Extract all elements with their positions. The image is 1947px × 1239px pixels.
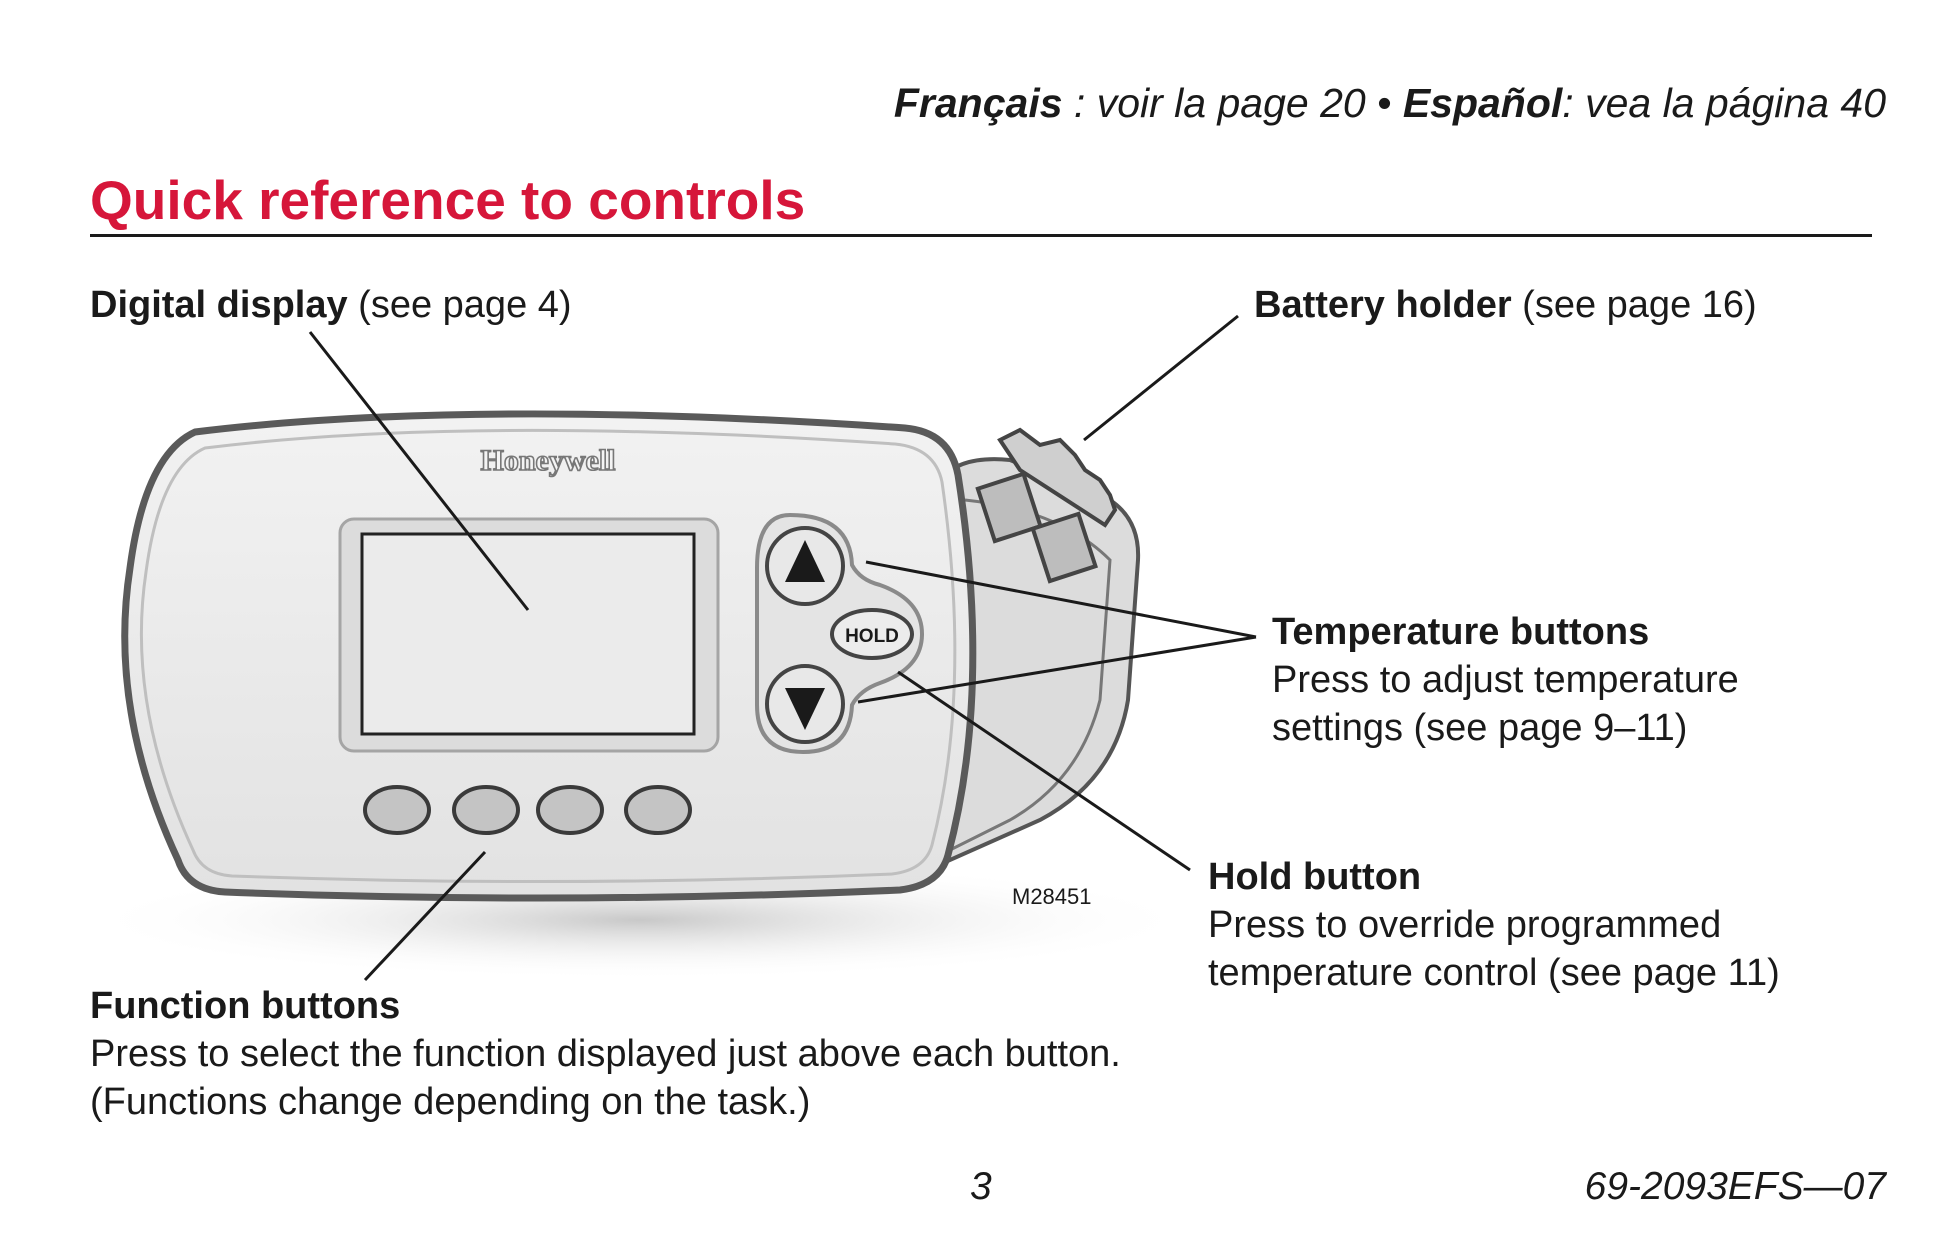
- up-temperature-button[interactable]: [765, 526, 845, 606]
- digital-display[interactable]: [360, 532, 696, 736]
- function-button-4[interactable]: [624, 785, 692, 835]
- leader-temperature-up: [865, 560, 1257, 639]
- callout-battery-holder: Battery holder (see page 16): [1254, 281, 1757, 329]
- page-number: 3: [970, 1165, 992, 1208]
- hold-button-desc-1: Press to override programmed: [1208, 904, 1722, 946]
- spanish-label: Español: [1402, 80, 1563, 126]
- spanish-text: : vea la página 40: [1562, 80, 1886, 126]
- down-temperature-button[interactable]: [765, 664, 845, 744]
- callout-hold-button: Hold button Press to override programmed…: [1208, 853, 1780, 997]
- french-text: : voir la page 20 •: [1062, 80, 1403, 126]
- page-title: Quick reference to controls: [90, 169, 806, 231]
- function-buttons-desc-2: (Functions change depending on the task.…: [90, 1081, 811, 1123]
- figure-id: M28451: [1012, 884, 1092, 909]
- function-buttons-label: Function buttons: [90, 985, 401, 1027]
- up-arrow-icon: [785, 540, 825, 582]
- digital-display-ref: (see page 4): [347, 284, 572, 326]
- digital-display-label: Digital display: [90, 284, 348, 326]
- hold-button[interactable]: HOLD: [830, 608, 914, 660]
- hold-key-label: HOLD: [845, 626, 899, 647]
- body-bevel: [139, 428, 957, 884]
- leader-lines: [308, 314, 1257, 982]
- function-button-1[interactable]: [363, 785, 431, 835]
- french-label: Français: [893, 80, 1063, 126]
- down-arrow-icon: [785, 688, 825, 730]
- leader-battery-holder: [1083, 314, 1239, 442]
- temperature-buttons-label: Temperature buttons: [1272, 611, 1650, 653]
- hold-button-desc-2: temperature control (see page 11): [1208, 952, 1780, 994]
- leader-function-buttons: [363, 850, 487, 982]
- temperature-buttons-desc-2: settings (see page 9–11): [1272, 707, 1688, 749]
- battery-holder-label: Battery holder: [1254, 284, 1512, 326]
- function-buttons-desc-1: Press to select the function displayed j…: [90, 1033, 1121, 1075]
- battery-holder: [975, 427, 1118, 584]
- leader-hold-button: [897, 670, 1191, 872]
- callout-digital-display: Digital display (see page 4): [90, 281, 572, 329]
- language-reference: Français : voir la page 20 • Español: ve…: [894, 80, 1886, 127]
- function-button-3[interactable]: [536, 785, 604, 835]
- brand-logo: Honeywell: [481, 444, 616, 477]
- callout-function-buttons: Function buttons Press to select the fun…: [90, 982, 1121, 1126]
- battery-holder-ref: (see page 16): [1511, 284, 1757, 326]
- leader-digital-display: [308, 331, 530, 611]
- hold-button-label: Hold button: [1208, 856, 1422, 898]
- title-rule: [90, 234, 1872, 237]
- temperature-buttons-desc-1: Press to adjust temperature: [1272, 659, 1739, 701]
- document-number: 69-2093EFS—07: [1584, 1165, 1886, 1208]
- function-button-2[interactable]: [452, 785, 520, 835]
- callout-temperature-buttons: Temperature buttons Press to adjust temp…: [1272, 608, 1739, 752]
